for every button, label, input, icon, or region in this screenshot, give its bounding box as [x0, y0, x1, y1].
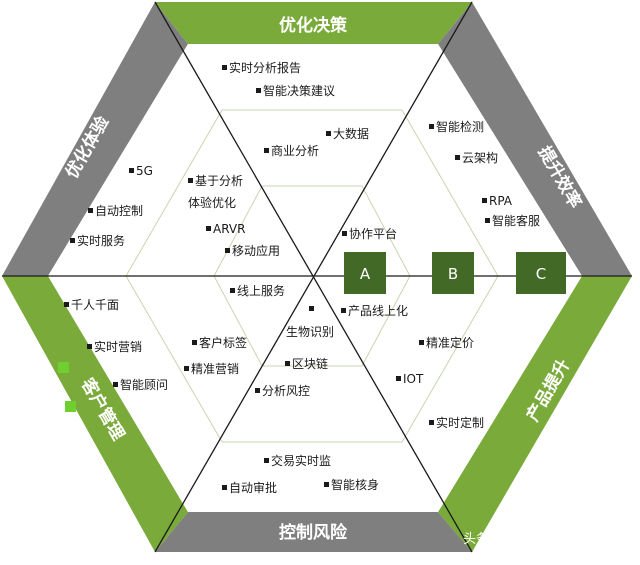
- bullet: [230, 288, 235, 293]
- bullet: [206, 226, 211, 231]
- bullet: [87, 344, 92, 349]
- item-label: 基于分析: [195, 174, 243, 188]
- bullet: [64, 302, 69, 307]
- bullet: [225, 248, 230, 253]
- item-label: 智能核身: [331, 477, 379, 492]
- bullet: [429, 124, 434, 129]
- item-label: ARVR: [213, 222, 245, 236]
- watermark: 头条 @IT技术管理那些事儿: [463, 531, 622, 547]
- item-label: IOT: [403, 372, 424, 386]
- bullet: [184, 366, 189, 371]
- item-label: 实时定制: [436, 415, 484, 430]
- item-label: 5G: [136, 164, 153, 178]
- item-label: 生物识别: [286, 325, 334, 339]
- item-label: 商业分析: [271, 143, 319, 158]
- bullet: [264, 148, 269, 153]
- bullet: [419, 340, 424, 345]
- item-label: 智能顾问: [120, 377, 168, 392]
- stage-box-c: [516, 252, 566, 294]
- item-label: 区块链: [292, 356, 328, 371]
- item-label: 体验优化: [188, 195, 236, 210]
- bullet: [429, 420, 434, 425]
- bullet: [285, 361, 290, 366]
- item-label: RPA: [489, 194, 513, 208]
- bullet: [70, 238, 75, 243]
- bullet: [192, 340, 197, 345]
- stage-box-b: [432, 252, 474, 294]
- bullet: [342, 231, 347, 236]
- bullet: [485, 218, 490, 223]
- bullet: [222, 65, 227, 70]
- band-bottom-left: [2, 276, 188, 552]
- item-label: 线上服务: [237, 283, 285, 298]
- item-label: 产品线上化: [348, 304, 408, 318]
- item-label: 大数据: [333, 126, 369, 141]
- stage-label-a: A: [360, 265, 371, 283]
- item-label: 云架构: [462, 150, 498, 165]
- item-label: 自动审批: [229, 480, 277, 495]
- divider-diag-2: [154, 1, 473, 553]
- bullet: [309, 306, 314, 311]
- accent-square-2: [65, 401, 76, 412]
- item-label: 实时营销: [94, 339, 142, 354]
- item-label: 交易实时监: [271, 453, 331, 468]
- item-label: 客户标签: [199, 335, 247, 350]
- bullet: [255, 388, 260, 393]
- item-label: 实时服务: [77, 233, 125, 248]
- bullet: [113, 382, 118, 387]
- bullet: [188, 178, 193, 183]
- item-label: 分析风控: [262, 384, 310, 398]
- item-label: 自动控制: [95, 204, 143, 218]
- band-top: [155, 2, 472, 44]
- band-bottom: [155, 512, 472, 552]
- item-label: 千人千面: [71, 298, 119, 312]
- band-bottom-right: [438, 276, 632, 552]
- bullet: [482, 198, 487, 203]
- bullet: [222, 485, 227, 490]
- item-label: 智能检测: [436, 119, 484, 134]
- bullet: [455, 155, 460, 160]
- band-top-left: [2, 2, 188, 276]
- side-label-bottom: 控制风险: [279, 522, 348, 543]
- item-label: 精准营销: [191, 362, 239, 376]
- stage-label-b: B: [448, 265, 458, 283]
- bullet: [88, 208, 93, 213]
- side-label-top: 优化决策: [279, 15, 348, 36]
- item-list: 实时分析报告 智能决策建议 大数据 商业分析 智能检测 云架构 RPA 智能客服…: [64, 60, 540, 495]
- stage-box-a: [344, 252, 386, 294]
- item-label: 移动应用: [232, 243, 280, 258]
- bullet: [326, 131, 331, 136]
- bullet: [264, 458, 269, 463]
- bullet: [396, 376, 401, 381]
- stage-label-c: C: [536, 265, 546, 283]
- item-label: 智能决策建议: [263, 83, 335, 98]
- item-label: 精准定价: [426, 335, 474, 350]
- inner-hexagon: [48, 44, 582, 512]
- item-label: 智能客服: [492, 213, 540, 228]
- item-label: 协作平台: [349, 226, 397, 241]
- bullet: [129, 168, 134, 173]
- item-label: 实时分析报告: [229, 60, 301, 75]
- accent-square-1: [58, 362, 69, 373]
- bullet: [256, 88, 261, 93]
- bullet: [341, 308, 346, 313]
- band-top-right: [438, 2, 632, 276]
- bullet: [324, 482, 329, 487]
